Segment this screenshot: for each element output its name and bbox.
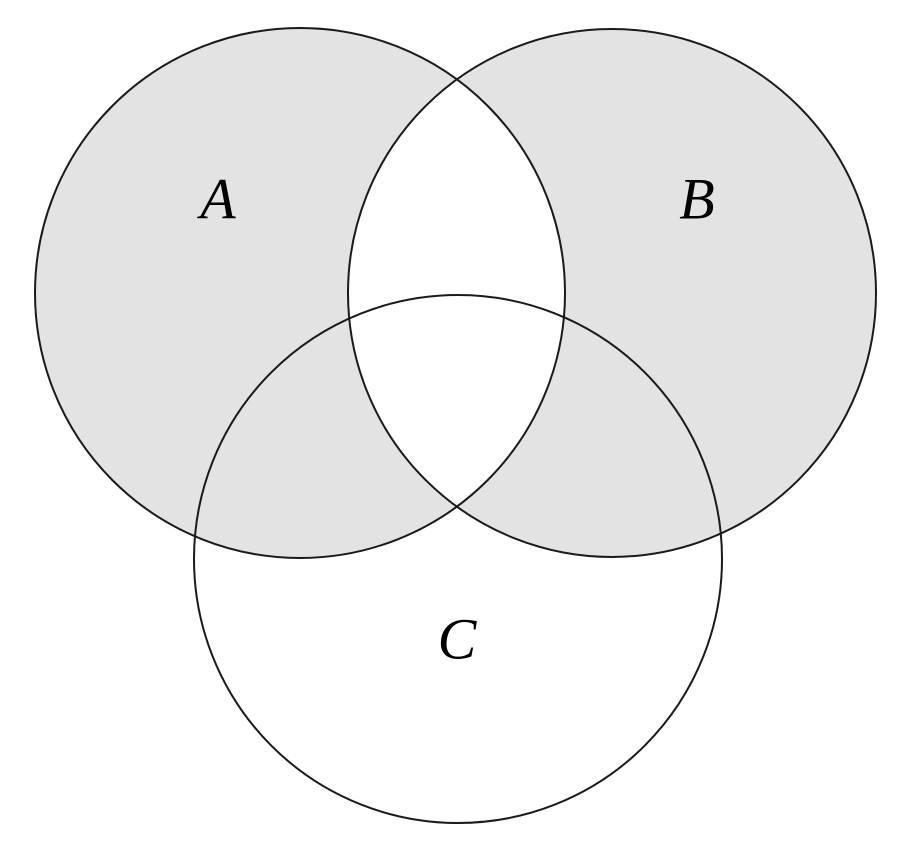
set-circle-C[interactable] [193,294,723,824]
set-label-B: B [679,166,714,231]
set-label-A: A [196,166,236,231]
set-circle-A[interactable] [34,27,566,559]
set-label-C: C [438,606,478,671]
set-circle-B[interactable] [347,28,877,558]
